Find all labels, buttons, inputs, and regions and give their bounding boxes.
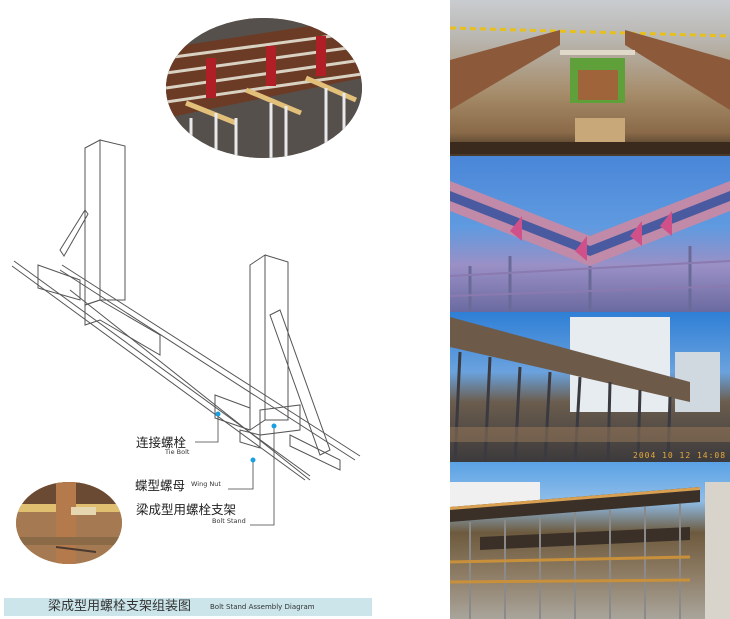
site-photo-3: 2004 10 12 14:08 [450, 312, 730, 462]
formwork-photo-illustration [166, 18, 362, 158]
site-photo-2 [450, 156, 730, 312]
caption-title-cn: 梁成型用螺栓支架组装图 [48, 599, 192, 614]
multilevel-formwork-illustration [450, 482, 730, 619]
caption-title-en: Bolt Stand Assembly Diagram [210, 603, 315, 611]
bolt-stand-closeup-illustration [16, 482, 122, 564]
caption-bar: 梁成型用螺栓支架组装图 Bolt Stand Assembly Diagram [4, 598, 372, 616]
corner-formwork-illustration [450, 181, 730, 312]
wing-nut-label-en: Wing Nut [191, 480, 221, 488]
bottom-oval-photo [16, 482, 122, 564]
tie-bolt-label-en: Tie Bolt [165, 448, 190, 456]
bolt-stand-assembly-diagram [11, 139, 361, 526]
site-photo-1 [450, 0, 730, 156]
beam-trench-formwork-illustration [450, 26, 730, 154]
tie-bolt-label-cn: 连接螺栓 [136, 435, 187, 450]
top-oval-photo [166, 18, 362, 158]
bolt-stand-label-cn: 梁成型用螺栓支架 [136, 502, 237, 517]
wing-nut-label-cn: 蝶型螺母 [135, 478, 186, 493]
photo-timestamp: 2004 10 12 14:08 [633, 451, 727, 460]
site-photo-4 [450, 462, 730, 619]
bolt-stand-label-en: Bolt Stand [212, 517, 246, 525]
callout-dots [215, 411, 277, 463]
formwork-with-towers-illustration [450, 317, 730, 462]
